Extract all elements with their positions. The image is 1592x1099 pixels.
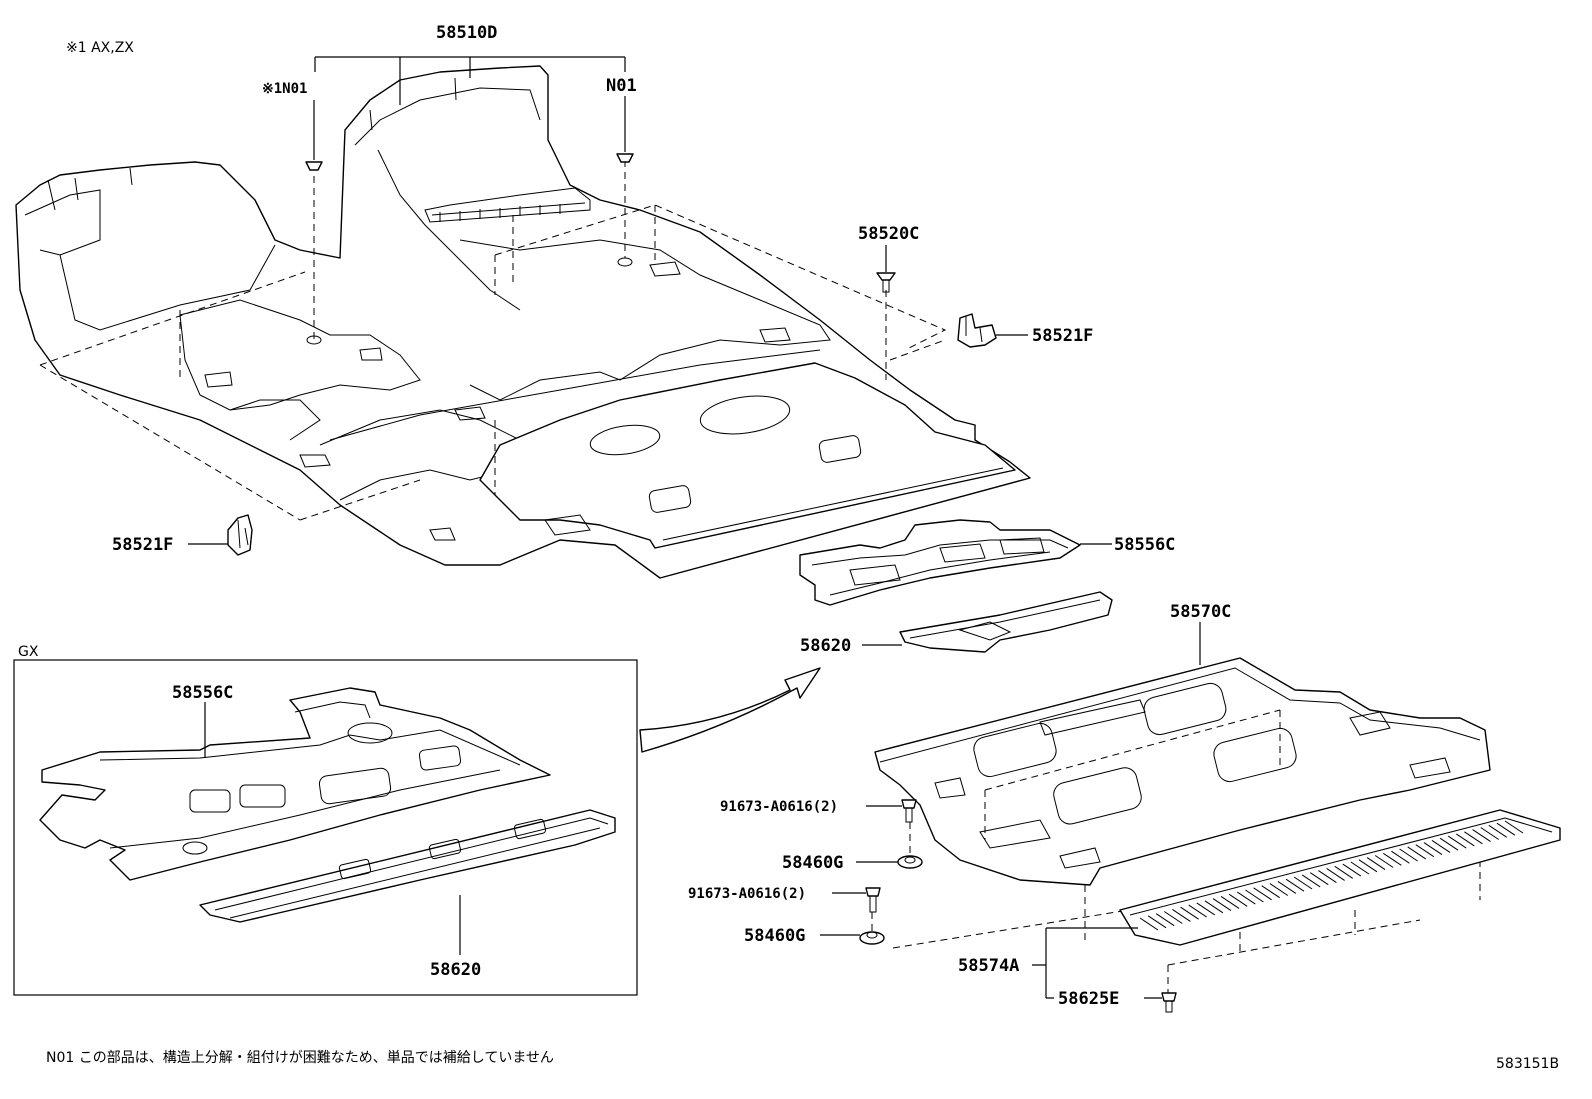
label-91673-upper[interactable]: 91673-A0616(2): [720, 799, 838, 815]
label-58520C[interactable]: 58520C: [858, 224, 919, 244]
nut-58460G-lower[interactable]: [859, 931, 885, 945]
n01-supply-note: N01 この部品は、構造上分解・組付けが困難なため、単品では補給していません: [46, 1050, 554, 1066]
label-58460G-lower[interactable]: 58460G: [744, 926, 805, 946]
label-58620-gx[interactable]: 58620: [430, 960, 481, 980]
callout-arrow: [639, 667, 821, 753]
label-58570C[interactable]: 58570C: [1170, 602, 1231, 622]
dashed-center-lines: [313, 160, 887, 495]
dashed-leader-58521F: [889, 339, 946, 361]
applicability-note: ※1 AX,ZX: [66, 40, 134, 56]
clip-n01-left[interactable]: [305, 161, 323, 345]
label-58460G-upper[interactable]: 58460G: [782, 853, 843, 873]
leader-58510D: [314, 56, 626, 105]
label-n01[interactable]: N01: [606, 76, 637, 96]
diagram-code: 583151B: [1496, 1056, 1559, 1072]
gx-variant-box: [13, 659, 638, 996]
label-58556C-main[interactable]: 58556C: [1114, 535, 1175, 555]
label-58510D[interactable]: 58510D: [436, 23, 497, 43]
bracket-58521F-left[interactable]: [227, 514, 253, 556]
dashed-outline-center: [494, 204, 947, 351]
bracket-58521F-right[interactable]: [957, 313, 997, 348]
leader-58574A-58625E: [1032, 927, 1162, 999]
label-91673-lower[interactable]: 91673-A0616(2): [688, 886, 806, 902]
clip-58520C[interactable]: [876, 272, 896, 293]
rear-floor-plate-58620[interactable]: [899, 591, 1113, 653]
bolt-91673-lower[interactable]: [865, 887, 881, 913]
nut-58460G-upper[interactable]: [897, 855, 923, 869]
rear-floor-cover-58556C[interactable]: [799, 519, 1081, 606]
gx-rear-floor-plate-58620[interactable]: [199, 809, 616, 923]
scuff-plate-58574A[interactable]: [1119, 809, 1561, 946]
label-58521F-left[interactable]: 58521F: [112, 535, 173, 555]
label-58620-main[interactable]: 58620: [800, 636, 851, 656]
label-58521F-right[interactable]: 58521F: [1032, 326, 1093, 346]
clip-n01-right[interactable]: [616, 153, 634, 267]
bolt-91673-upper[interactable]: [901, 799, 917, 823]
front-floor-carpet-58510D[interactable]: [15, 65, 1031, 579]
gx-rear-floor-cover-58556C[interactable]: [39, 687, 551, 881]
rear-floor-board-58570C[interactable]: [874, 657, 1491, 886]
gx-box-title: GX: [18, 644, 39, 660]
clip-58625E[interactable]: [1161, 992, 1177, 1013]
dashed-outline-rear: [892, 709, 1481, 1000]
label-n01-marked[interactable]: ※1N01: [262, 81, 307, 97]
label-58574A[interactable]: 58574A: [958, 956, 1019, 976]
label-58556C-gx[interactable]: 58556C: [172, 683, 233, 703]
dashed-rear-fastener-lines: [871, 822, 911, 932]
label-58625E[interactable]: 58625E: [1058, 989, 1119, 1009]
